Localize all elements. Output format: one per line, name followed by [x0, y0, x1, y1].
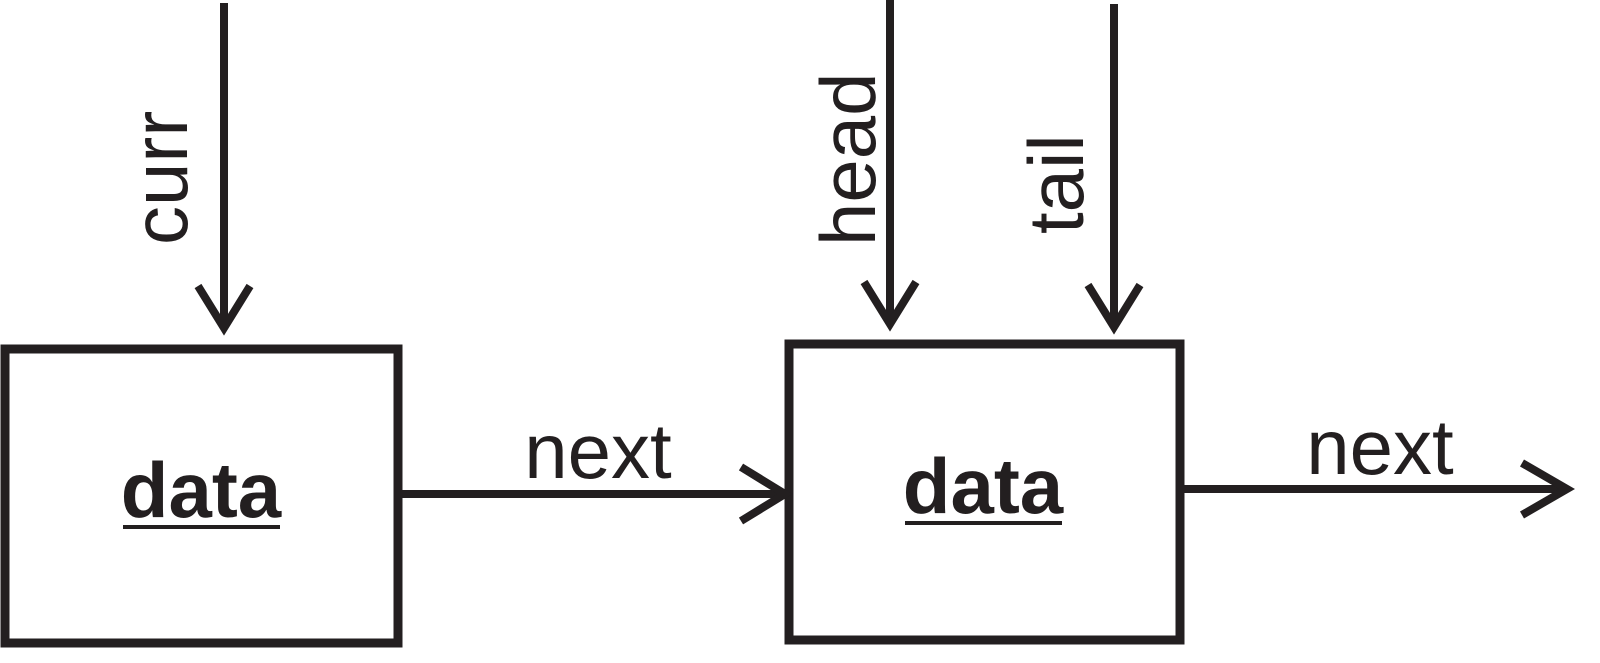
node-1-label: data [121, 446, 282, 534]
edge-next-2-label: next [1306, 403, 1454, 491]
pointer-head: head [804, 0, 920, 332]
node-1-box [0, 344, 403, 648]
pointer-curr: curr [116, 3, 254, 336]
edge-next-2-arrowhead [1519, 459, 1575, 519]
pointer-tail: tail [1012, 4, 1144, 335]
node-2: data [784, 339, 1185, 645]
pointer-tail-arrowhead [1084, 282, 1144, 335]
node-1: data [0, 344, 403, 648]
pointer-curr-label: curr [116, 111, 204, 245]
edge-next-2: next [1182, 403, 1575, 519]
node-2-label: data [903, 442, 1064, 530]
pointer-head-arrowhead [860, 279, 920, 332]
edge-next-1: next [400, 407, 793, 525]
pointer-tail-label: tail [1012, 134, 1100, 234]
pointer-head-label: head [804, 72, 892, 246]
edge-next-1-label: next [524, 407, 672, 495]
edge-next-1-arrowhead [738, 463, 793, 525]
pointer-curr-arrowhead [194, 283, 254, 336]
node-2-box [784, 339, 1185, 645]
